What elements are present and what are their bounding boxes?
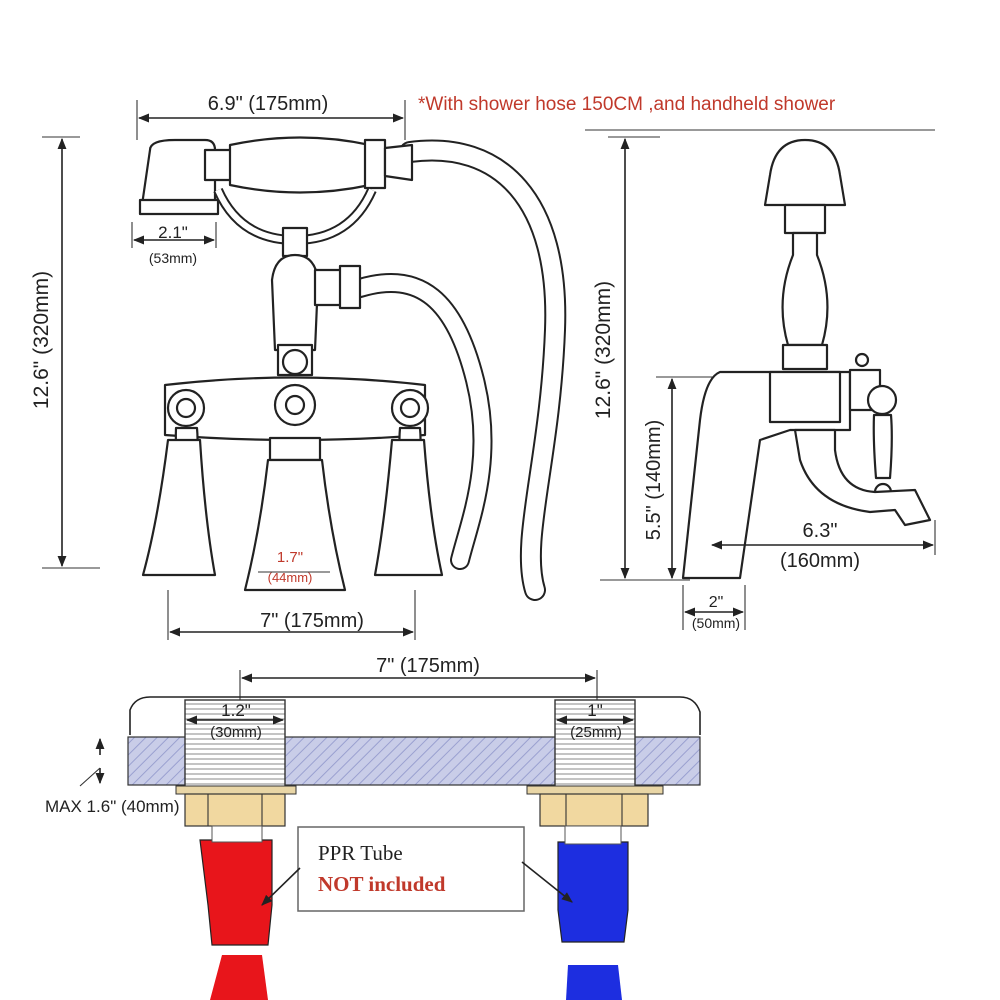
right-hole-in: 1" [587, 701, 603, 720]
side-height-label: 12.6" (320mm) [592, 281, 615, 419]
shower-head-width-in: 2.1" [158, 223, 188, 242]
dimension-arrow-icon [261, 867, 301, 906]
front-base-width-label: 7" (175mm) [260, 610, 364, 632]
center-distance-label: 7" (175mm) [376, 655, 480, 677]
side-spout [793, 428, 932, 527]
side-handle-lever [872, 413, 893, 480]
reach-mm: (160mm) [780, 550, 860, 572]
side-view: 12.6" (320mm) 5.5" (140mm) 6.3" (160mm) … [592, 136, 936, 631]
right-hole-mm: (25mm) [570, 724, 622, 741]
ppr-not-included-label: NOT included [318, 872, 446, 896]
side-column [781, 231, 829, 347]
left-shank [184, 699, 286, 793]
spout-collar [268, 436, 322, 462]
right-shank [554, 699, 636, 793]
ppr-callout-box [297, 826, 525, 912]
reach-in: 6.3" [803, 520, 838, 542]
right-nut [539, 793, 649, 827]
shower-head-width-mm: (53mm) [149, 250, 197, 266]
side-shower-head [763, 138, 847, 207]
spout-width-in: 1.7" [277, 549, 303, 566]
hot-pipe-lower [210, 955, 268, 1000]
front-width-label: 6.9" (175mm) [208, 93, 328, 115]
max-thickness-label: MAX 1.6" (40mm) [45, 797, 180, 816]
front-height-label: 12.6" (320mm) [30, 271, 53, 409]
cold-pipe-lower [566, 965, 622, 1000]
shower-handle [228, 136, 372, 194]
column [270, 253, 320, 352]
cold-pipe [557, 841, 629, 943]
side-base-in: 2" [709, 594, 724, 611]
side-handle-knob [866, 384, 898, 416]
spout-height-label: 5.5" (140mm) [643, 420, 665, 540]
left-hole-in: 1.2" [221, 701, 251, 720]
left-leg [141, 438, 217, 577]
spout [243, 458, 347, 592]
left-hole-mm: (30mm) [210, 724, 262, 741]
ppr-tube-label: PPR Tube [318, 841, 403, 865]
hose-note: *With shower hose 150CM ,and handheld sh… [418, 94, 836, 115]
left-nut [184, 793, 286, 827]
hot-pipe [199, 839, 273, 946]
dimension-arrow-icon [521, 861, 573, 903]
spout-width-mm: (44mm) [268, 570, 313, 585]
deck-outline [129, 696, 701, 735]
front-view: 6.9" (175mm) 12.6" (320mm) [30, 93, 567, 640]
installation-view: 7" (175mm) 1.2" (30mm) 1" (25mm) MAX 1.6… [45, 655, 701, 1000]
side-base-mm: (50mm) [692, 615, 740, 631]
shower-head-rim [138, 198, 220, 216]
right-leg [373, 438, 444, 577]
